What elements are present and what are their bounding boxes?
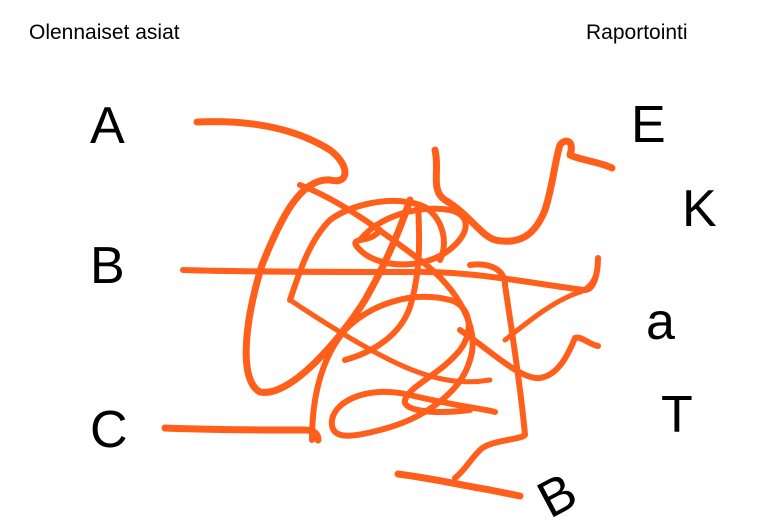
scribble-stroke-from-b: [180, 255, 601, 293]
scribble-stroke-to-bottom-b: [394, 470, 524, 500]
right-letter-e: E: [631, 96, 666, 154]
left-header-label: Olennaiset asiat: [29, 21, 180, 44]
left-letter-c: C: [90, 401, 128, 459]
scribble-stroke-to-a: [457, 327, 601, 382]
scribble-stroke-loop-left: [287, 197, 447, 303]
scribble-stroke-tangle-1: [297, 182, 498, 439]
bottom-letter-b: B: [528, 462, 587, 530]
scribble-stroke-right-lattice: [502, 265, 601, 343]
left-letter-b: B: [90, 237, 125, 295]
scribble-stroke-to-e: [431, 137, 616, 245]
right-letter-k: K: [682, 180, 717, 238]
scribble-stroke-tangle-2: [452, 261, 528, 481]
scribble-stroke-from-a: [193, 118, 414, 396]
right-letter-a: a: [646, 293, 675, 351]
right-letter-t: T: [661, 386, 693, 444]
left-letter-a: A: [90, 97, 125, 155]
scribble-stroke-vertical: [342, 202, 423, 363]
scribble-stroke-lower-loop: [309, 293, 473, 443]
right-header-label: Raportointi: [586, 21, 688, 44]
scribble-stroke-from-c: [161, 424, 322, 444]
scribble-stroke-tangle-3: [352, 205, 469, 268]
scribble-stroke-cross: [287, 297, 493, 385]
